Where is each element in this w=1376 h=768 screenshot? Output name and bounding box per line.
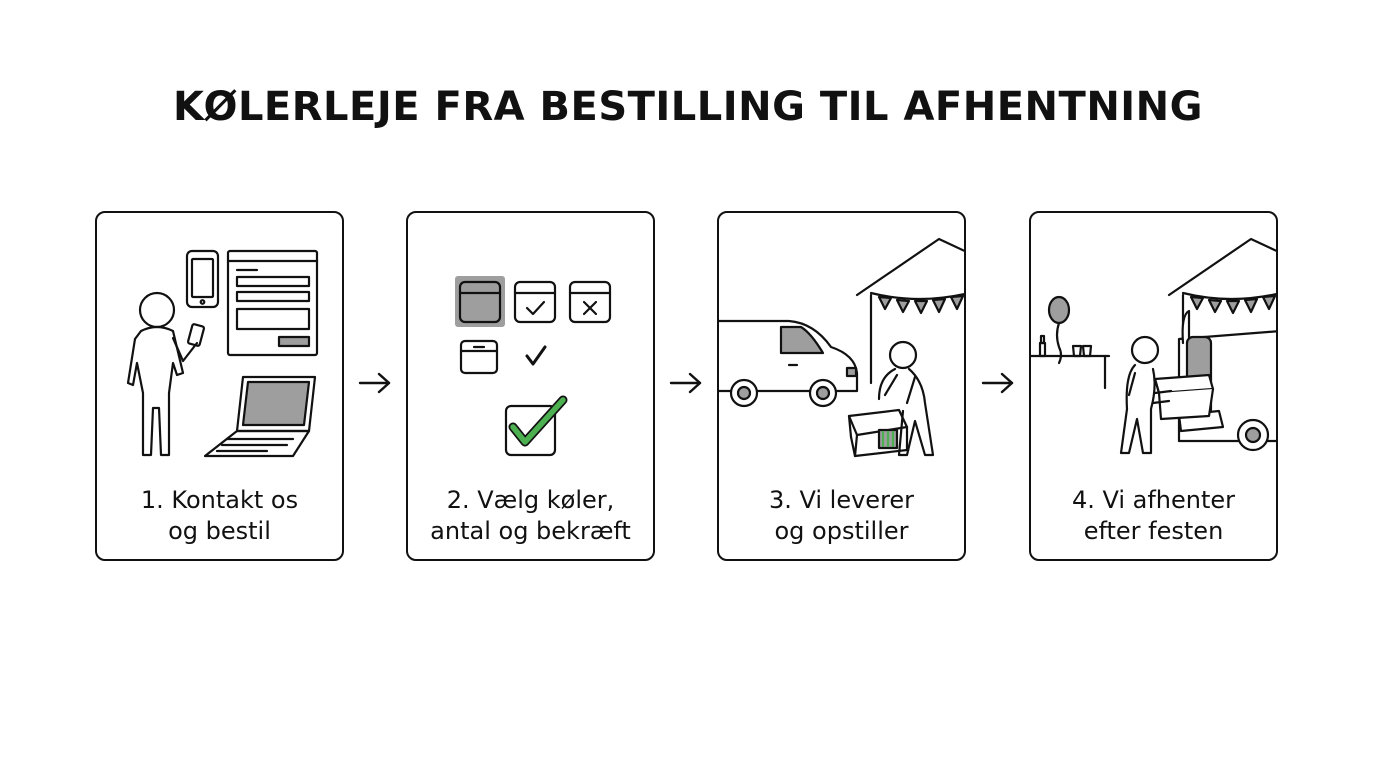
arrow-right-icon (669, 372, 702, 394)
check-mark-icon (525, 345, 547, 366)
cooler-small-icon (459, 339, 499, 375)
contact-order-illustration (126, 249, 319, 458)
person-lifting-icon (877, 340, 935, 457)
cooler-selected-icon (455, 276, 505, 327)
step-caption-3: 3. Vi leverer og opstiller (719, 485, 964, 547)
step-4-line-1: 4. Vi afhenter (1071, 486, 1236, 514)
party-table-icon (1031, 334, 1111, 390)
step-card-4: 4. Vi afhenter efter festen (1029, 211, 1278, 561)
delivery-setup-illustration (719, 237, 964, 458)
cooler-box-icon (1151, 373, 1215, 421)
arrow-right-icon (358, 372, 391, 394)
step-caption-1: 1. Kontakt os og bestil (97, 485, 342, 547)
step-3-line-2: og opstiller (774, 517, 909, 545)
balloon-icon (1047, 295, 1071, 365)
green-checkbox-icon (504, 395, 568, 457)
step-2-line-2: antal og bekræft (430, 517, 631, 545)
page-title: KØLERLEJE FRA BESTILLING TIL AFHENTNING (173, 84, 1203, 130)
cooler-cross-icon (568, 280, 612, 324)
step-caption-2: 2. Vælg køler, antal og bekræft (408, 485, 653, 547)
laptop-icon (203, 375, 317, 458)
party-tent-icon (855, 237, 964, 385)
step-3-line-1: 3. Vi leverer (768, 486, 915, 514)
web-form-icon (226, 249, 319, 357)
person-carrying-icon (1119, 335, 1160, 455)
phone-icon (185, 249, 220, 309)
cooler-box-icon (847, 408, 909, 458)
pickup-illustration (1031, 237, 1276, 455)
step-card-1: 1. Kontakt os og bestil (95, 211, 344, 561)
step-2-line-1: 2. Vælg køler, (446, 486, 615, 514)
step-card-3: 3. Vi leverer og opstiller (717, 211, 966, 561)
step-1-line-1: 1. Kontakt os (140, 486, 299, 514)
person-with-phone-icon (126, 291, 206, 457)
party-tent-icon (1167, 237, 1276, 335)
cooler-check-icon (513, 280, 557, 324)
step-4-line-2: efter festen (1083, 517, 1224, 545)
step-caption-4: 4. Vi afhenter efter festen (1031, 485, 1276, 547)
step-card-2: 2. Vælg køler, antal og bekræft (406, 211, 655, 561)
step-1-line-2: og bestil (168, 517, 271, 545)
choose-cooler-illustration (455, 276, 612, 457)
arrow-right-icon (981, 372, 1014, 394)
delivery-van-icon (719, 319, 859, 408)
